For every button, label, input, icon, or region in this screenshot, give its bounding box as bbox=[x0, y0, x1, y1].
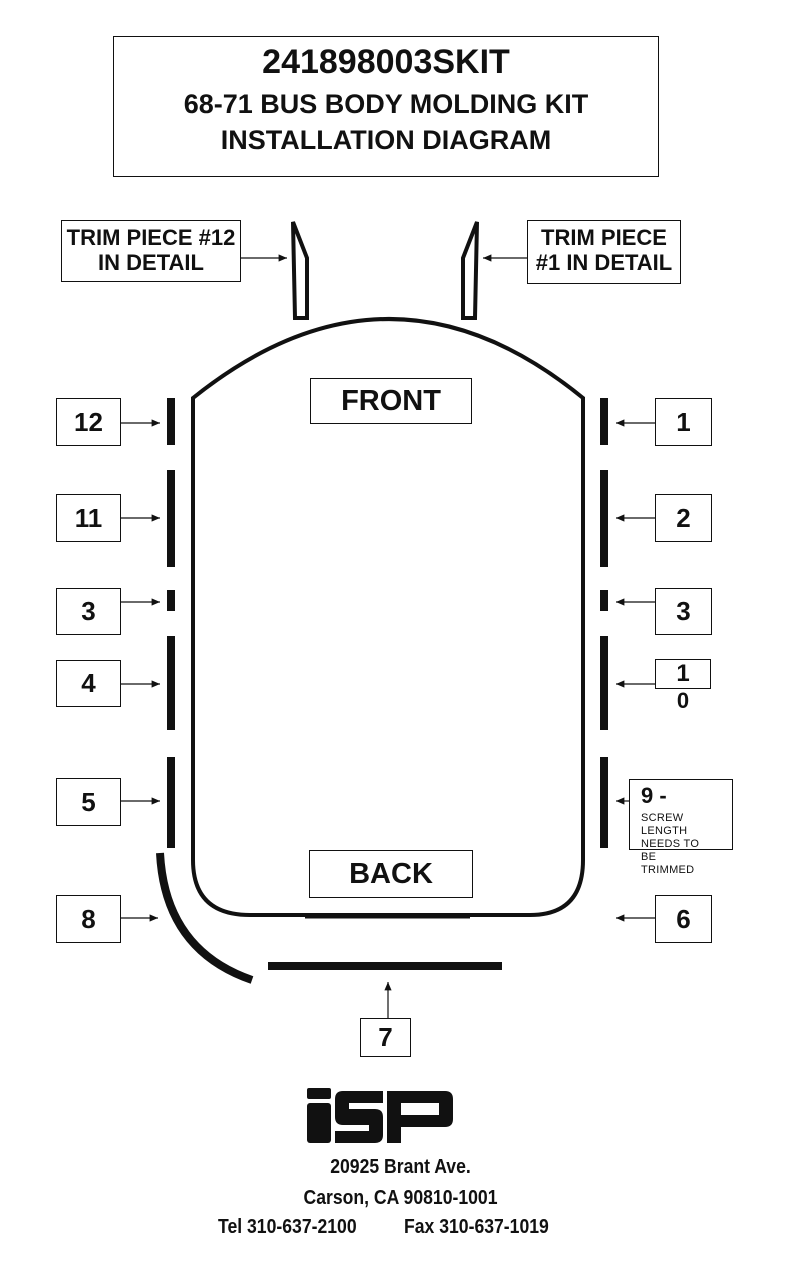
kit-name: 68-71 BUS BODY MOLDING KIT bbox=[183, 89, 589, 119]
part-number-11: 11 bbox=[56, 494, 121, 542]
strip-8-curved bbox=[156, 852, 254, 984]
back-label: BACK bbox=[309, 850, 473, 898]
note-9-line1: SCREW bbox=[641, 812, 684, 824]
note-9-line4: BE bbox=[641, 851, 657, 863]
diagram-name: INSTALLATION DIAGRAM bbox=[220, 125, 552, 155]
part-number-12: 12 bbox=[56, 398, 121, 446]
footer-city: Carson, CA 90810-1001 bbox=[303, 1187, 498, 1209]
bus-body-outline bbox=[191, 317, 585, 917]
part-number-8: 8 bbox=[56, 895, 121, 943]
trim12-detail-text: TRIM PIECE #12 IN DETAIL bbox=[66, 225, 236, 275]
part-number-6: 6 bbox=[655, 895, 712, 943]
part-number-3-left: 3 bbox=[56, 588, 121, 635]
note-9-box bbox=[629, 779, 733, 850]
part-number-10-bottom: 0 bbox=[676, 688, 690, 713]
isp-logo bbox=[305, 1085, 455, 1145]
isp-logo-mark bbox=[307, 1088, 453, 1143]
part-number: 241898003SKIT bbox=[262, 43, 510, 81]
trim-piece-12-detail bbox=[291, 221, 309, 320]
footer-address: 20925 Brant Ave. bbox=[330, 1156, 471, 1178]
front-label: FRONT bbox=[310, 378, 472, 424]
trim-piece-1-detail bbox=[461, 221, 479, 320]
part-number-1: 1 bbox=[655, 398, 712, 446]
footer-fax: Fax 310-637-1019 bbox=[404, 1216, 549, 1238]
part-number-4: 4 bbox=[56, 660, 121, 707]
trim1-detail-text: TRIM PIECE #1 IN DETAIL bbox=[535, 225, 673, 275]
part-number-2: 2 bbox=[655, 494, 712, 542]
footer-tel: Tel 310-637-2100 bbox=[218, 1216, 357, 1238]
title-block: 241898003SKIT 68-71 BUS BODY MOLDING KIT… bbox=[113, 36, 659, 177]
part-number-3-right: 3 bbox=[655, 588, 712, 635]
part-number-5: 5 bbox=[56, 778, 121, 826]
note-9-line3: NEEDS TO bbox=[641, 838, 700, 850]
part-number-9: 9 - bbox=[641, 783, 667, 808]
note-9-line2: LENGTH bbox=[641, 825, 688, 837]
trim1-detail-callout: TRIM PIECE #1 IN DETAIL bbox=[527, 220, 681, 284]
part-number-7: 7 bbox=[360, 1018, 411, 1057]
trim12-detail-callout: TRIM PIECE #12 IN DETAIL bbox=[61, 220, 241, 282]
note-9-line5: TRIMMED bbox=[641, 864, 695, 876]
part-number-10-top: 1 bbox=[655, 659, 711, 689]
